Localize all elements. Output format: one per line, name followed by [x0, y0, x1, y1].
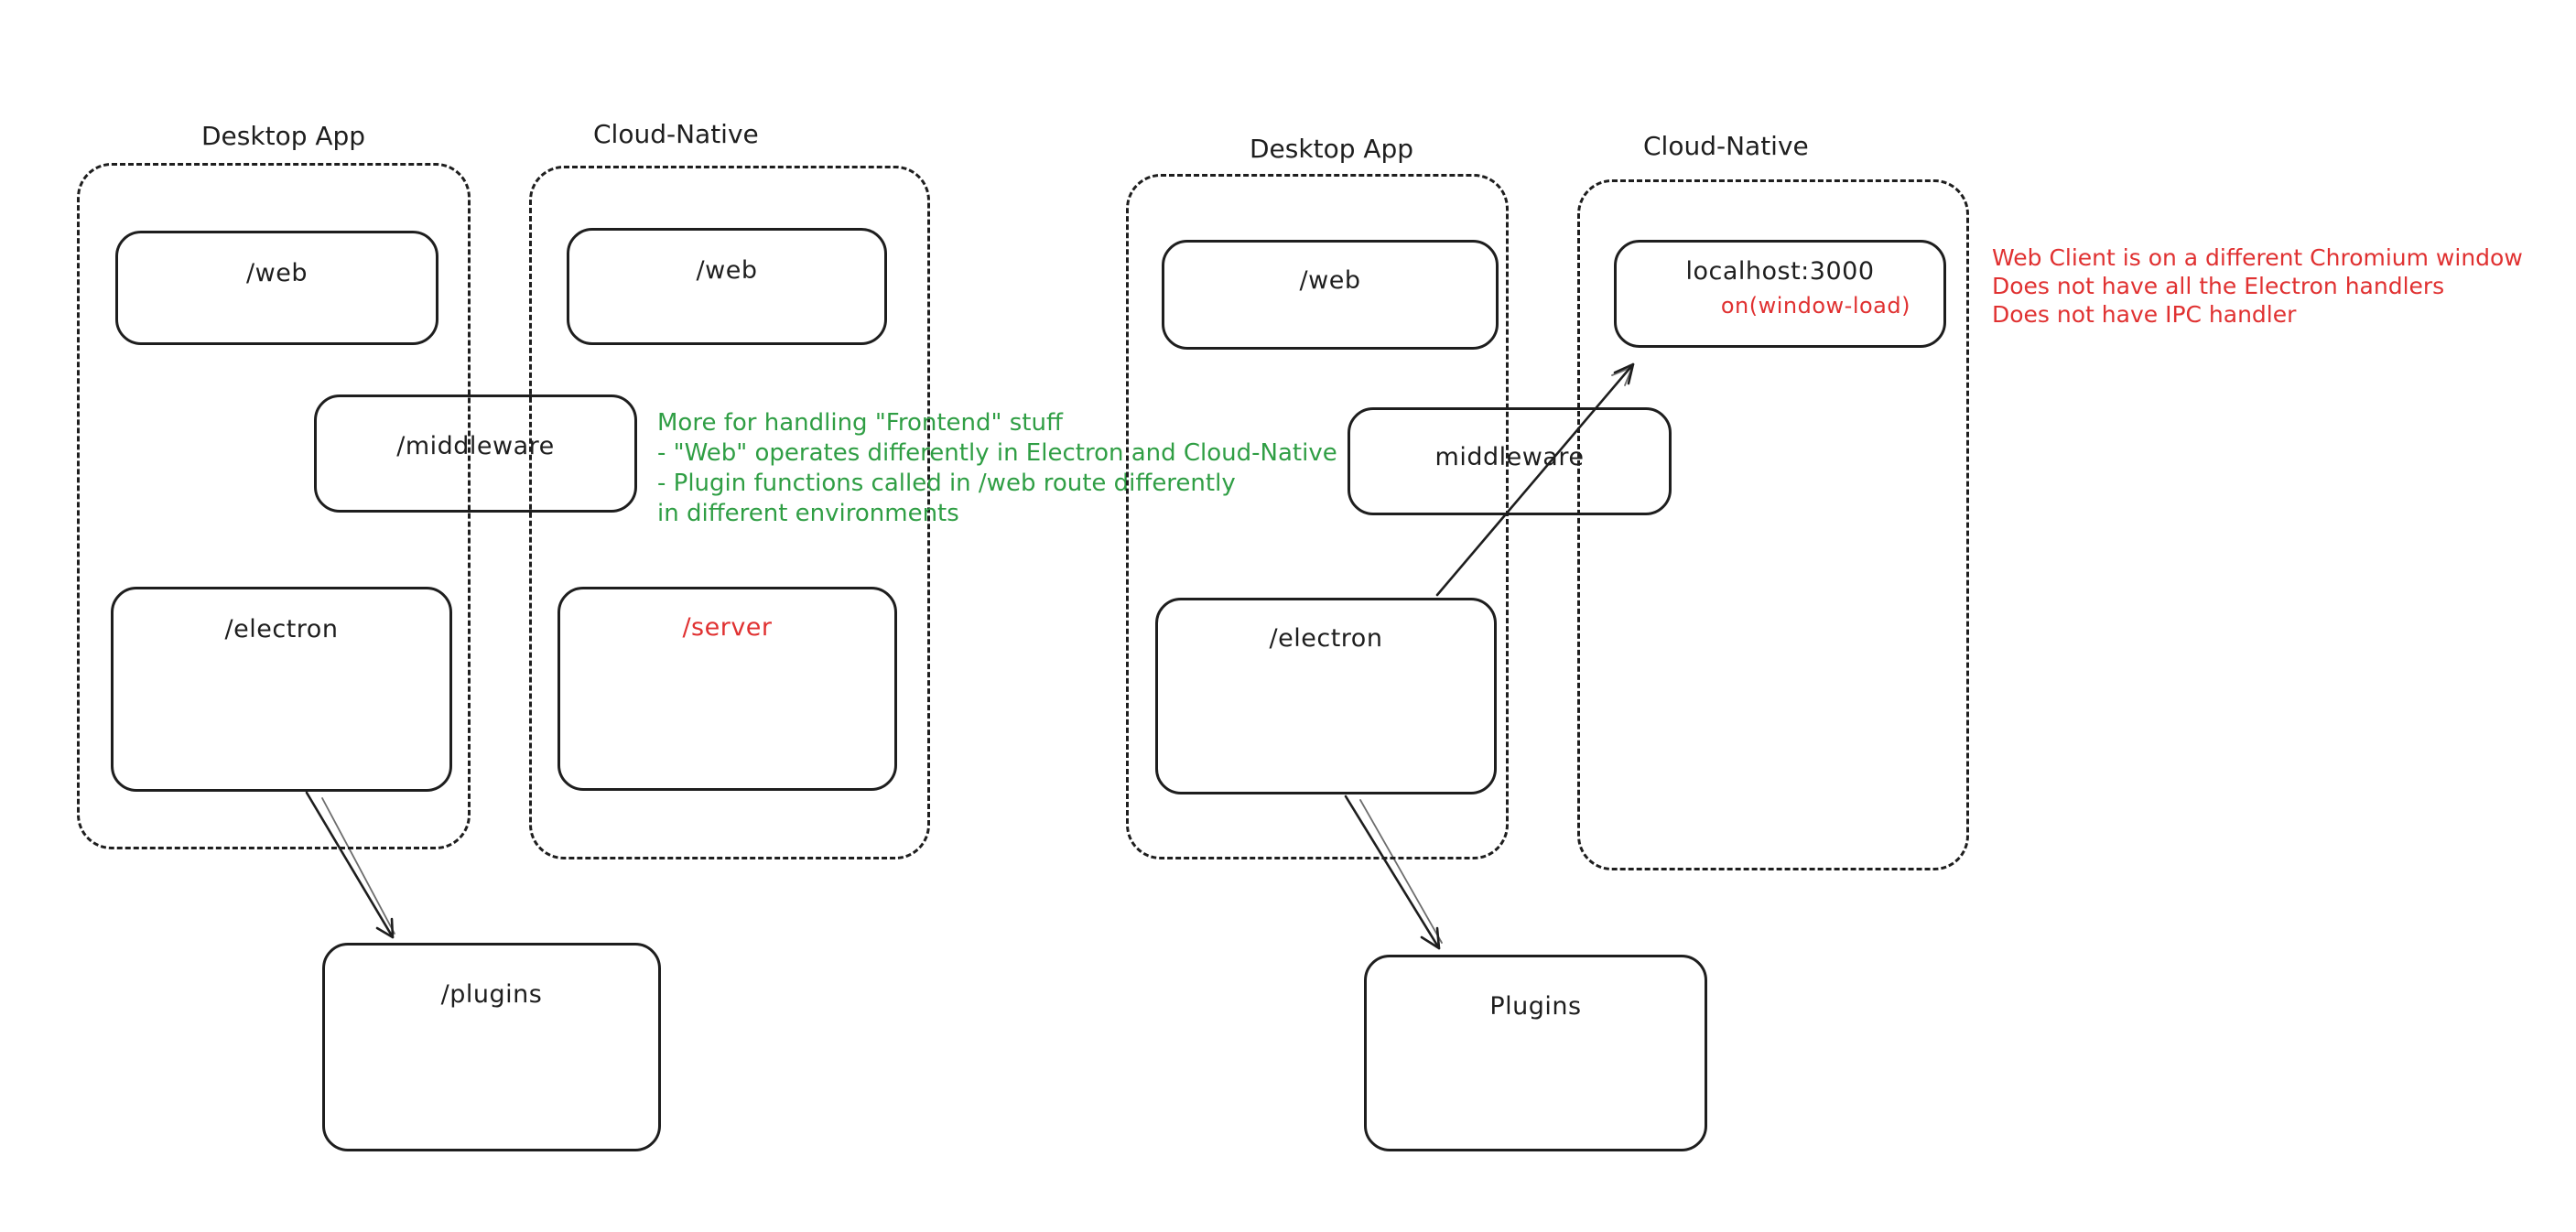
right-cloud-native-label: Cloud-Native	[1643, 131, 1809, 161]
left-plugins-box: /plugins	[322, 943, 661, 1151]
green-note-line-2: - "Web" operates differently in Electron…	[657, 439, 1337, 467]
green-note-line-4: in different environments	[657, 500, 959, 527]
right-plugins-box: Plugins	[1364, 955, 1707, 1151]
left-server-box: /server	[557, 587, 897, 791]
right-middleware-box: middleware	[1348, 407, 1672, 515]
right-desktop-app-label: Desktop App	[1250, 134, 1414, 164]
left-middleware-box: /middleware	[314, 394, 637, 513]
left-web-cloud-box: /web	[567, 228, 887, 345]
red-note-line-3: Does not have IPC handler	[1992, 301, 2297, 328]
right-red-annotation: Web Client is on a different Chromium wi…	[1992, 243, 2523, 329]
right-localhost-box: localhost:3000 on(window-load)	[1614, 240, 1946, 348]
right-electron-box: /electron	[1155, 598, 1497, 794]
left-cloud-native-label: Cloud-Native	[593, 119, 759, 149]
green-note-line-1: More for handling "Frontend" stuff	[657, 409, 1063, 437]
left-desktop-app-label: Desktop App	[201, 121, 366, 151]
window-load-label: on(window-load)	[1720, 293, 1910, 319]
left-web-desktop-box: /web	[115, 231, 438, 345]
left-cloud-native-container	[529, 166, 930, 859]
left-desktop-app-container	[77, 163, 471, 849]
red-note-line-2: Does not have all the Electron handlers	[1992, 273, 2445, 299]
green-note-line-3: - Plugin functions called in /web route …	[657, 470, 1236, 497]
right-web-box: /web	[1162, 240, 1499, 350]
left-electron-box: /electron	[111, 587, 452, 792]
left-green-annotation: More for handling "Frontend" stuff - "We…	[657, 408, 1337, 529]
red-note-line-1: Web Client is on a different Chromium wi…	[1992, 244, 2523, 271]
localhost-label: localhost:3000	[1685, 257, 1875, 286]
